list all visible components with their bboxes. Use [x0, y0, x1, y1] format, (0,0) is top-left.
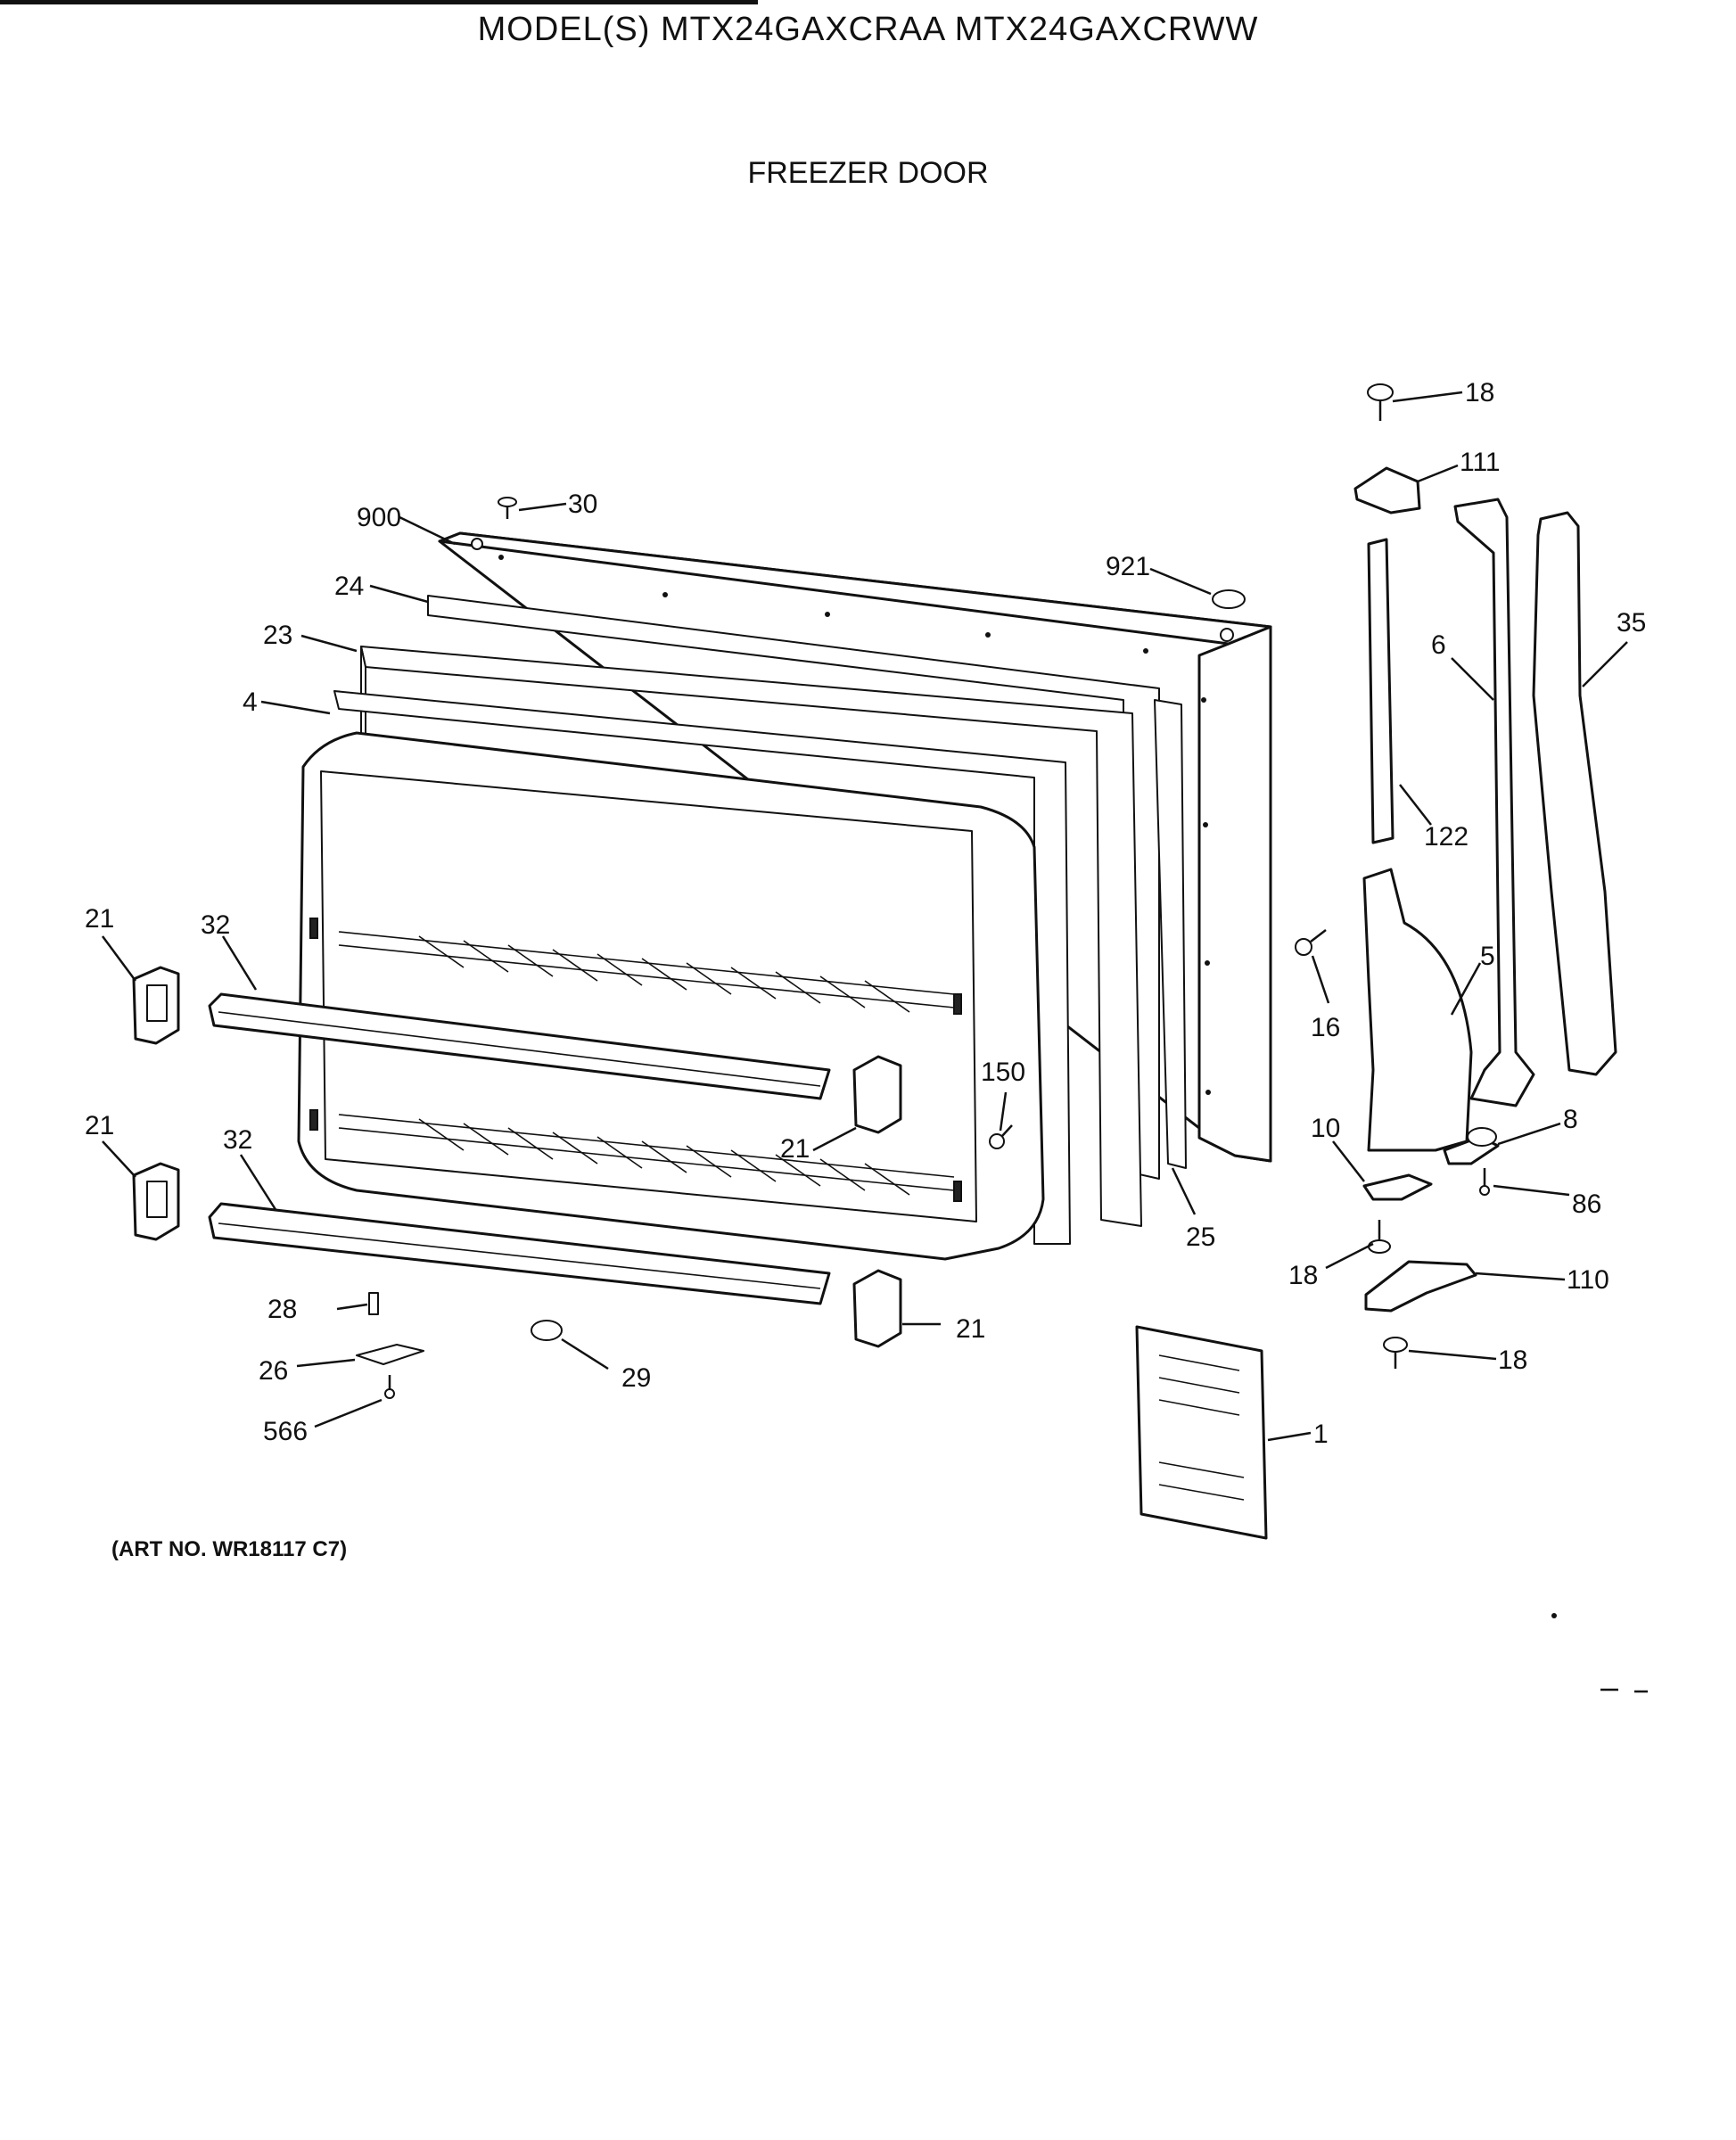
callout-16: 16 — [1311, 1013, 1340, 1042]
screw-28 — [368, 1292, 379, 1315]
door-gasket-4 — [333, 690, 1071, 1245]
callout-566: 566 — [263, 1417, 308, 1446]
callout-35: 35 — [1617, 608, 1646, 638]
callout-21-upper-right: 21 — [780, 1134, 810, 1164]
callout-32-upper: 32 — [201, 910, 230, 940]
hinge-110 — [1364, 1260, 1477, 1313]
callout-25: 25 — [1186, 1222, 1215, 1252]
callout-8: 8 — [1563, 1105, 1578, 1134]
callout-5: 5 — [1480, 942, 1495, 971]
callout-23: 23 — [263, 621, 292, 650]
inner-door-liner — [297, 731, 1045, 1261]
door-gasket-25 — [1154, 699, 1187, 1169]
callout-10: 10 — [1311, 1114, 1340, 1143]
shelf-rail-upper — [208, 992, 831, 1100]
callout-labels: 18 111 30 900 921 24 23 4 6 35 122 21 32… — [85, 378, 1646, 1449]
callout-18-top: 18 — [1465, 378, 1494, 407]
callout-921: 921 — [1106, 552, 1150, 581]
shelf-rail-lower — [208, 1202, 831, 1305]
plug-29 — [531, 1320, 563, 1341]
bracket-8 — [1443, 1127, 1500, 1165]
manual-1 — [1135, 1325, 1268, 1540]
callout-21-lower-left: 21 — [85, 1111, 114, 1140]
hinge-bracket-6 — [1453, 498, 1535, 1107]
callout-21-upper-left: 21 — [85, 904, 114, 934]
hinge-111 — [1353, 466, 1421, 514]
end-cap-lower-right — [852, 1269, 902, 1348]
bracket-10 — [1362, 1173, 1433, 1201]
callout-29: 29 — [621, 1363, 651, 1393]
callout-900: 900 — [357, 503, 401, 532]
callout-150: 150 — [981, 1058, 1025, 1087]
screw-18-bottom — [1383, 1337, 1408, 1369]
callout-1: 1 — [1313, 1420, 1329, 1449]
screw-30 — [498, 497, 517, 519]
screw-18-mid — [1368, 1220, 1391, 1254]
callout-110: 110 — [1567, 1265, 1609, 1295]
strip-122 — [1367, 538, 1395, 844]
leader-lines — [101, 391, 1628, 1442]
screw-566 — [384, 1375, 395, 1399]
callout-24: 24 — [334, 572, 364, 601]
callout-26: 26 — [259, 1356, 288, 1386]
callout-122: 122 — [1424, 822, 1469, 852]
callout-4: 4 — [243, 687, 258, 717]
callout-18-bottom: 18 — [1498, 1346, 1527, 1375]
callout-6: 6 — [1431, 630, 1446, 660]
top-rule — [0, 0, 758, 4]
callout-86: 86 — [1572, 1189, 1601, 1219]
trim-35 — [1532, 511, 1617, 1076]
end-cap-lower-left — [132, 1162, 180, 1241]
end-cap-upper-right — [852, 1055, 902, 1134]
screw-150 — [989, 1124, 1013, 1149]
cover-5 — [1362, 868, 1473, 1152]
callout-32-lower: 32 — [223, 1125, 252, 1155]
callout-28: 28 — [267, 1295, 297, 1324]
section-title: FREEZER DOOR — [747, 156, 989, 190]
bracket-26 — [356, 1344, 424, 1365]
callout-18-mid: 18 — [1288, 1261, 1318, 1290]
end-cap-upper-left — [132, 966, 180, 1045]
screw-18-top — [1367, 383, 1394, 421]
plug-921 — [1212, 589, 1246, 609]
callout-111: 111 — [1460, 448, 1501, 477]
screw-16 — [1295, 929, 1327, 956]
model-title: MODEL(S) MTX24GAXCRAA MTX24GAXCRWW — [477, 11, 1259, 48]
callout-21-lower-right: 21 — [956, 1314, 985, 1344]
screw-86 — [1479, 1168, 1490, 1196]
callout-30: 30 — [568, 490, 597, 519]
art-number: (ART NO. WR18117 C7) — [111, 1537, 348, 1561]
